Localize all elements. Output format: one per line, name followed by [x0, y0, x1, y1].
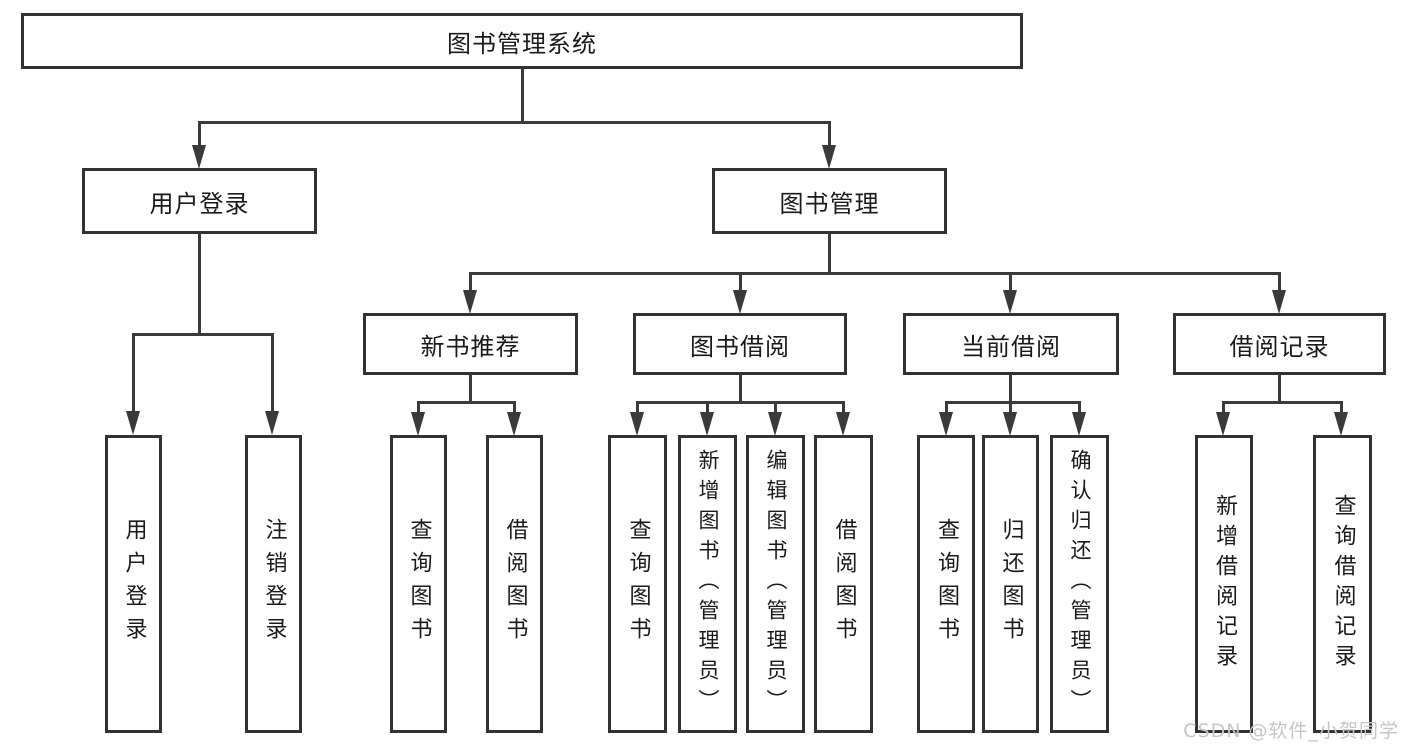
- connector-line: [636, 401, 845, 404]
- connector-line: [842, 401, 845, 413]
- leaf-query-book-1-label: 查询图书: [406, 518, 432, 650]
- arrow-down-icon: [1072, 412, 1086, 436]
- connector-line: [739, 272, 742, 292]
- connector-line: [469, 374, 472, 404]
- arrow-down-icon: [411, 412, 425, 436]
- node-root-label: 图书管理系统: [447, 29, 597, 58]
- leaf-add-borrow-record-label: 新增借阅记录: [1212, 494, 1237, 674]
- connector-line: [1009, 401, 1012, 413]
- leaf-query-book-3: 查询图书: [917, 435, 975, 733]
- arrow-down-icon: [507, 412, 521, 436]
- node-borrow-record-label: 借阅记录: [1229, 332, 1330, 361]
- connector-line: [1278, 272, 1281, 292]
- arrow-down-icon: [126, 411, 140, 435]
- node-book-borrow: 图书借阅: [633, 313, 847, 375]
- connector-line: [945, 401, 1080, 404]
- arrow-down-icon: [768, 412, 782, 436]
- node-root: 图书管理系统: [21, 13, 1023, 69]
- connector-line: [739, 374, 742, 404]
- node-new-book-recommend-label: 新书推荐: [420, 332, 521, 361]
- node-user-login: 用户登录: [82, 168, 317, 234]
- leaf-query-book-2: 查询图书: [608, 435, 667, 733]
- arrow-down-icon: [1003, 290, 1017, 314]
- connector-line: [1078, 401, 1081, 413]
- leaf-query-borrow-record-label: 查询借阅记录: [1330, 494, 1356, 674]
- connector-line: [636, 401, 639, 413]
- connector-line: [271, 333, 274, 413]
- arrow-down-icon: [836, 412, 850, 436]
- arrow-down-icon: [192, 145, 206, 169]
- node-borrow-record: 借阅记录: [1173, 313, 1386, 375]
- connector-line: [1340, 401, 1343, 413]
- leaf-logout-label: 注销登录: [261, 518, 287, 650]
- connector-line: [828, 121, 831, 147]
- connector-line: [1009, 272, 1012, 292]
- node-user-login-label: 用户登录: [149, 189, 250, 218]
- node-current-borrow-label: 当前借阅: [961, 332, 1061, 361]
- connector-line: [1278, 374, 1281, 404]
- arrow-down-icon: [1216, 412, 1230, 436]
- node-new-book-recommend: 新书推荐: [363, 313, 578, 375]
- leaf-borrow-book-1: 借阅图书: [486, 435, 543, 733]
- connector-line: [417, 401, 420, 413]
- leaf-logout: 注销登录: [245, 435, 302, 733]
- connector-line: [774, 401, 777, 413]
- connector-line: [1222, 401, 1225, 413]
- leaf-add-book-admin-label: 新增图书（管理员）: [696, 449, 720, 719]
- node-book-mgmt: 图书管理: [712, 168, 947, 234]
- arrow-down-icon: [463, 290, 477, 314]
- connector-line: [1009, 374, 1012, 404]
- leaf-edit-book-admin: 编辑图书（管理员）: [746, 435, 805, 733]
- arrow-down-icon: [265, 411, 279, 435]
- connector-line: [132, 333, 135, 413]
- leaf-confirm-return-admin-label: 确认归还（管理员）: [1068, 449, 1092, 719]
- node-book-mgmt-label: 图书管理: [779, 189, 880, 218]
- connector-line: [828, 233, 831, 275]
- leaf-query-borrow-record: 查询借阅记录: [1313, 435, 1372, 733]
- connector-line: [198, 121, 201, 147]
- connector-line: [945, 401, 948, 413]
- connector-line: [198, 121, 831, 124]
- leaf-borrow-book-2-label: 借阅图书: [831, 518, 857, 650]
- connector-line: [706, 401, 709, 413]
- leaf-confirm-return-admin: 确认归还（管理员）: [1050, 435, 1109, 733]
- connector-line: [469, 272, 1281, 275]
- arrow-down-icon: [1334, 412, 1348, 436]
- leaf-add-book-admin: 新增图书（管理员）: [678, 435, 737, 733]
- connector-line: [521, 68, 524, 123]
- leaf-borrow-book-1-label: 借阅图书: [502, 518, 528, 650]
- leaf-return-book-label: 归还图书: [998, 518, 1024, 650]
- watermark: CSDN @软件_小贺同学: [1183, 720, 1399, 742]
- node-current-borrow: 当前借阅: [903, 313, 1119, 375]
- arrow-down-icon: [939, 412, 953, 436]
- arrow-down-icon: [733, 290, 747, 314]
- leaf-return-book: 归还图书: [982, 435, 1039, 733]
- leaf-edit-book-admin-label: 编辑图书（管理员）: [764, 449, 788, 719]
- connector-line: [417, 401, 516, 404]
- arrow-down-icon: [822, 145, 836, 169]
- leaf-user-login-label: 用户登录: [121, 518, 147, 650]
- arrow-down-icon: [630, 412, 644, 436]
- node-book-borrow-label: 图书借阅: [690, 332, 790, 361]
- connector-line: [198, 233, 201, 336]
- leaf-query-book-2-label: 查询图书: [625, 518, 651, 650]
- connector-line: [132, 333, 274, 336]
- leaf-query-book-1: 查询图书: [390, 435, 447, 733]
- leaf-add-borrow-record: 新增借阅记录: [1195, 435, 1253, 733]
- arrow-down-icon: [700, 412, 714, 436]
- connector-line: [469, 272, 472, 292]
- leaf-borrow-book-2: 借阅图书: [814, 435, 873, 733]
- arrow-down-icon: [1003, 412, 1017, 436]
- leaf-user-login: 用户登录: [105, 435, 162, 733]
- connector-line: [1222, 401, 1342, 404]
- connector-line: [513, 401, 516, 413]
- leaf-query-book-3-label: 查询图书: [934, 518, 959, 650]
- arrow-down-icon: [1272, 290, 1286, 314]
